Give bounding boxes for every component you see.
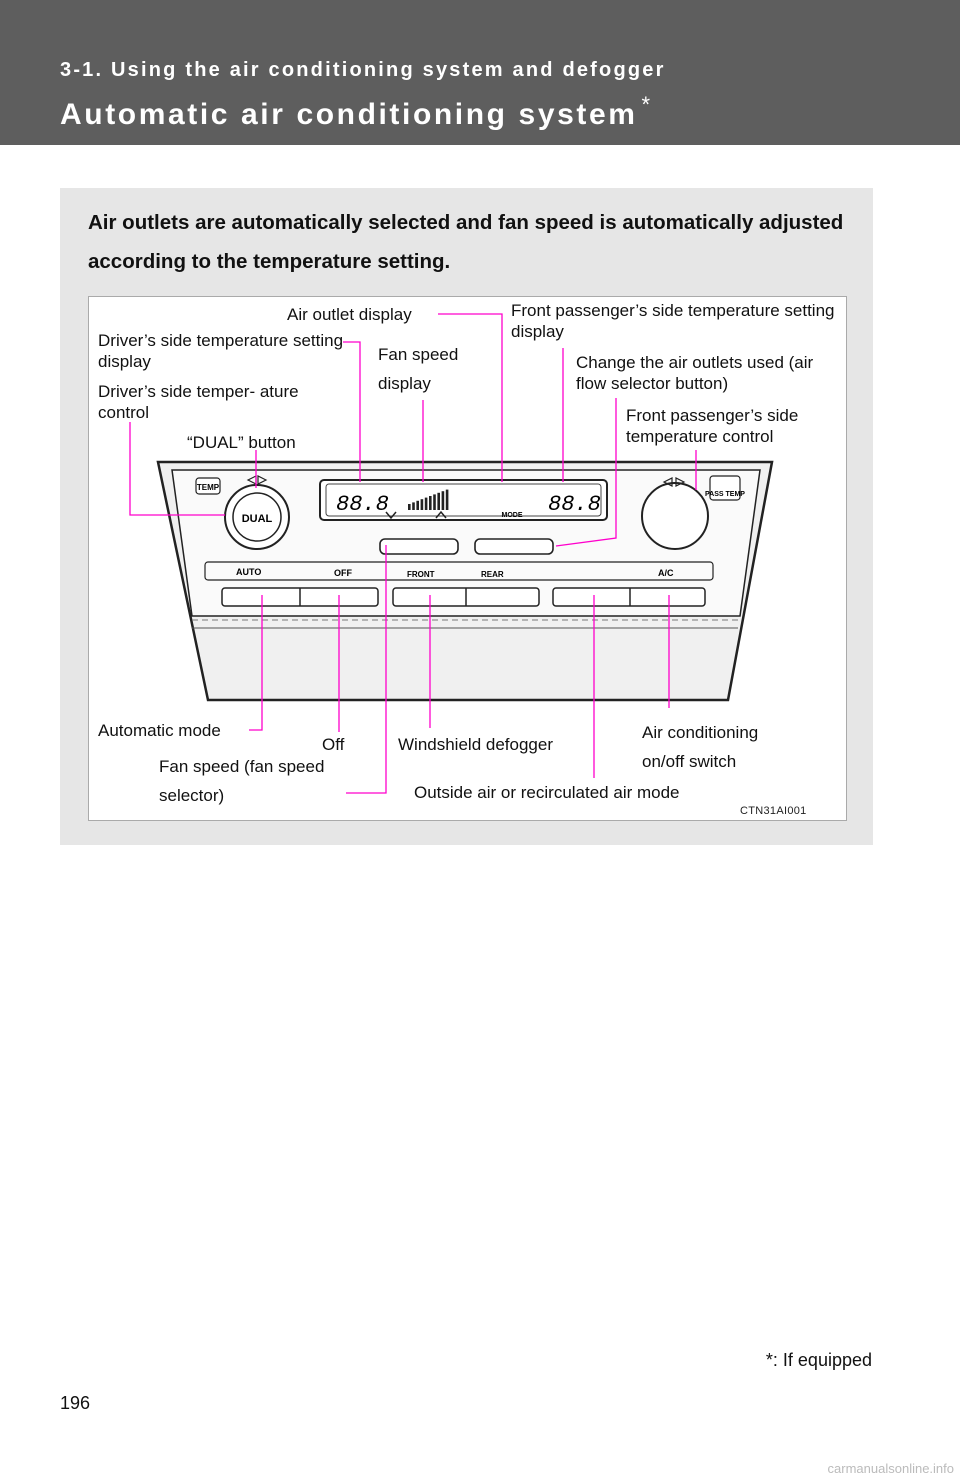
off-text: OFF xyxy=(334,568,352,578)
temp-badge-text: TEMP xyxy=(197,483,220,492)
label-air-mode: Outside air or recirculated air mode xyxy=(414,783,680,802)
fan-bar xyxy=(429,496,432,510)
label-passenger-temp-display: Front passenger’s side temperature setti… xyxy=(511,301,835,341)
page-title: Automatic air conditioning system* xyxy=(60,92,653,132)
passenger-temp-dial[interactable] xyxy=(641,482,709,550)
mode-text: MODE xyxy=(502,512,523,519)
figure-code: CTN31AI001 xyxy=(740,805,807,817)
label-air-outlet-display: Air outlet display xyxy=(287,305,412,324)
leader-lines xyxy=(129,313,697,794)
fan-bar xyxy=(408,504,411,510)
section-title: 3-1. Using the air conditioning system a… xyxy=(60,59,666,81)
label-dual-button: “DUAL” button xyxy=(187,433,296,452)
label-fan-speed-selector: Fan speed (fan speed selector) xyxy=(159,757,325,805)
pass-temp-badge-text: PASS TEMP xyxy=(705,491,745,498)
fan-bar xyxy=(445,489,449,510)
air-outlet-small-button[interactable] xyxy=(379,538,459,555)
ac-text: A/C xyxy=(658,568,674,578)
label-automatic-mode: Automatic mode xyxy=(98,721,221,740)
auto-text: AUTO xyxy=(236,567,261,577)
leader-automatic-mode xyxy=(249,595,263,731)
lcd-display xyxy=(319,479,608,521)
page-number: 196 xyxy=(60,1393,91,1413)
leader-air-flow-selector xyxy=(555,398,617,547)
title-footnote-mark: * xyxy=(641,92,653,117)
label-driver-temp-display: Driver’s side temperature setting displa… xyxy=(98,331,344,371)
page-title-text: Automatic air conditioning system xyxy=(60,98,638,131)
label-off: Off xyxy=(322,735,345,754)
pass-temp-badge xyxy=(709,475,741,501)
label-passenger-temp-control: Front passenger’s side temperature contr… xyxy=(626,406,799,446)
label-windshield-defogger: Windshield defogger xyxy=(398,735,553,754)
label-driver-temp-control: Driver’s side temper- ature control xyxy=(98,382,299,422)
leader-air-outlet-display xyxy=(438,313,503,482)
fan-speed-bars xyxy=(408,489,449,510)
fan-bar xyxy=(412,502,415,510)
intro-text: Air outlets are automatically selected a… xyxy=(88,211,844,273)
leader-driver-temp-control xyxy=(129,422,225,516)
fan-bar xyxy=(437,492,440,510)
leader-fan-speed-selector xyxy=(346,545,387,794)
temp-badge xyxy=(195,477,221,495)
front-text: FRONT xyxy=(407,570,435,579)
lcd-left-value: 88.8 xyxy=(336,492,389,517)
fan-bar xyxy=(441,491,445,510)
dual-dial-text: DUAL xyxy=(242,513,273,525)
label-air-flow-selector: Change the air outlets used (air flow se… xyxy=(576,353,814,393)
header-band xyxy=(0,0,960,145)
fan-bar xyxy=(424,497,428,510)
bottom-button-row xyxy=(221,587,706,607)
label-fan-speed-display: Fan speed display xyxy=(378,345,459,393)
watermark: carmanualsonline.info xyxy=(827,1461,954,1476)
panel-printed-text: TEMP DUAL PASS TEMP MODE 88.8 88.8 AUTO … xyxy=(197,483,745,579)
fan-bar xyxy=(416,500,419,510)
air-flow-selector-button[interactable] xyxy=(474,538,554,555)
label-ac-switch: Air conditioning on/off switch xyxy=(642,723,759,771)
fan-arrows xyxy=(385,510,447,520)
leader-driver-temp-display xyxy=(343,341,361,482)
rear-text: REAR xyxy=(481,570,504,579)
footnote: *: If equipped xyxy=(765,1350,872,1370)
button-label-strip xyxy=(204,561,714,581)
lcd-right-value: 88.8 xyxy=(548,492,601,517)
driver-temp-dial[interactable] xyxy=(224,484,290,550)
passenger-dial-arrows xyxy=(662,477,686,487)
fan-bar xyxy=(420,499,424,510)
fan-bar xyxy=(433,494,436,510)
